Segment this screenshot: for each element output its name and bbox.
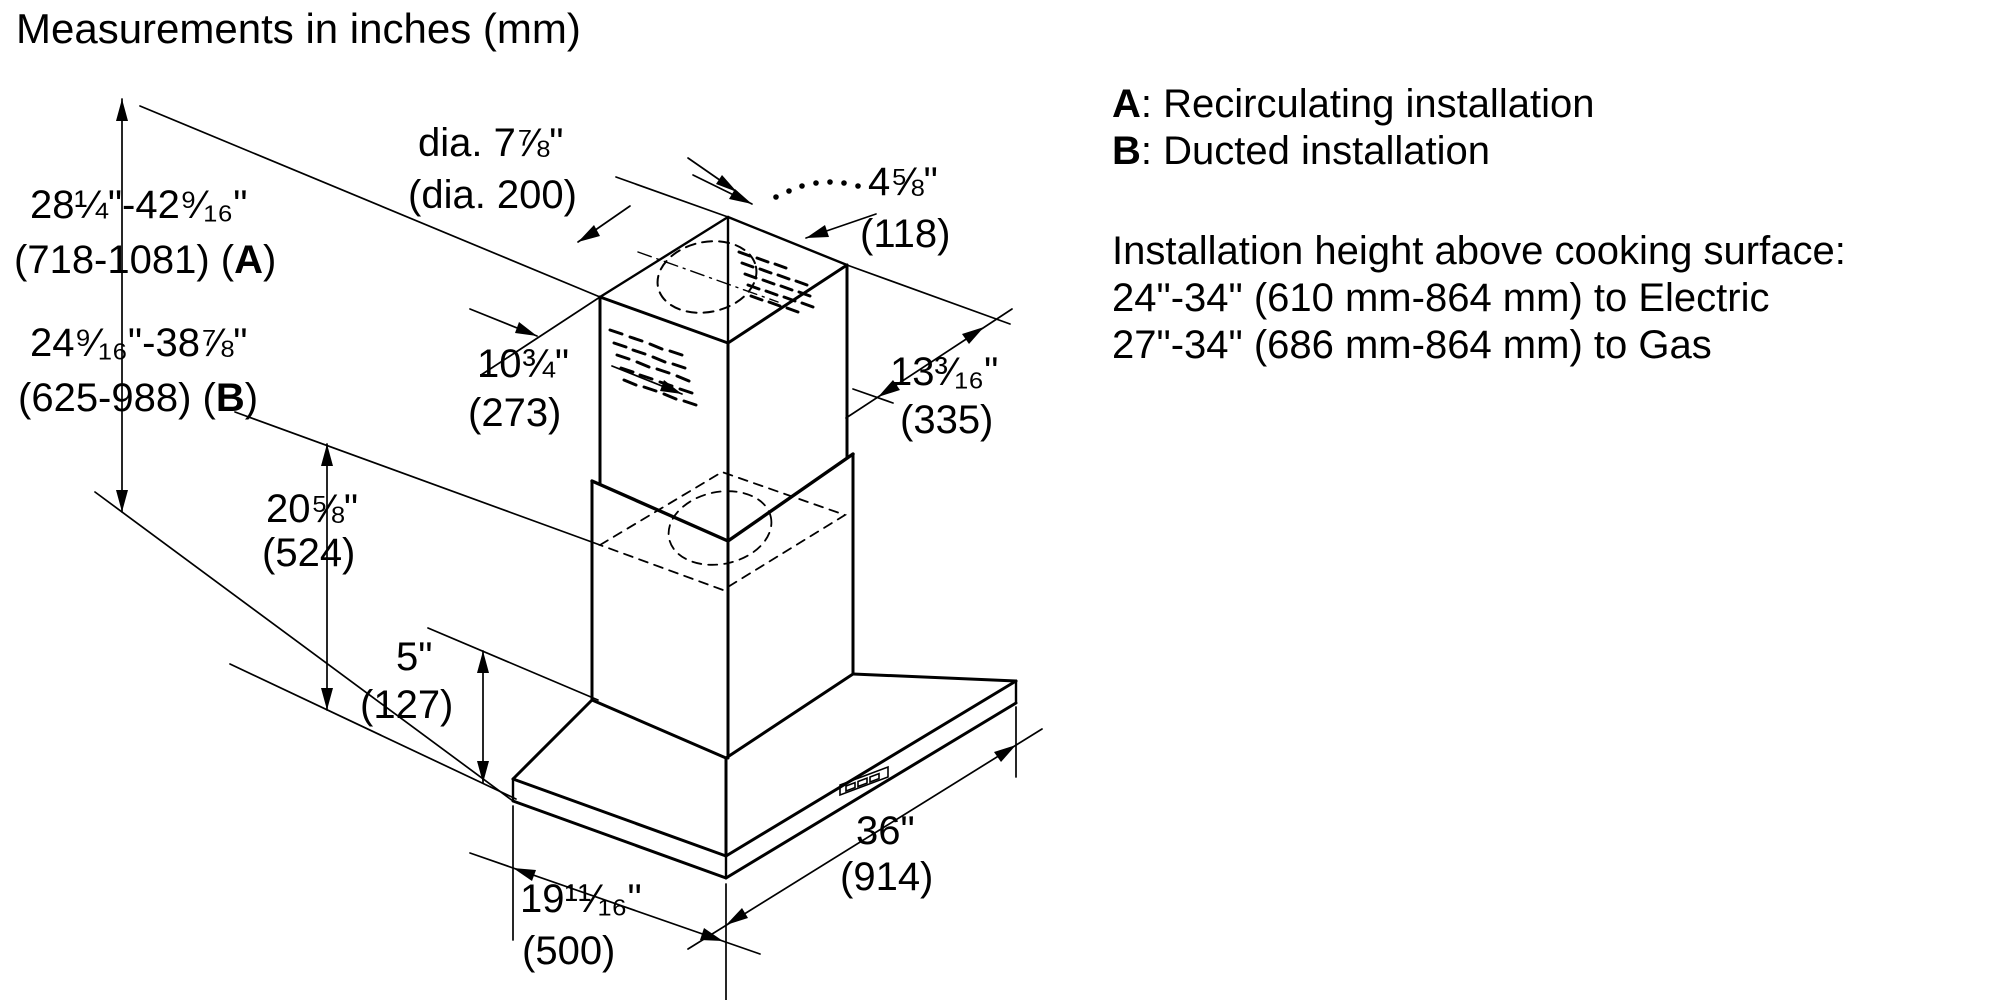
- dotted-leader: [773, 179, 861, 200]
- legend-a-text: : Recirculating installation: [1140, 82, 1595, 126]
- note-electric: 24"-34" (610 mm-864 mm) to Electric: [1112, 276, 1770, 320]
- control-panel: [839, 765, 889, 797]
- dim-chimney-height-mm: (524): [262, 531, 356, 575]
- dim-canopy-height-inches: 5": [396, 635, 433, 679]
- dim-chimney-width-mm: (335): [900, 398, 994, 442]
- dim-chimney-width-inches: 13³⁄₁₆": [890, 350, 999, 394]
- installation-legend: A: Recirculating installation B: Ducted …: [1112, 81, 1594, 175]
- chimney-upper-section: [598, 215, 849, 543]
- dim-duct-dia-mm: (dia. 200): [408, 173, 577, 217]
- legend-ducted: B: Ducted installation: [1112, 128, 1594, 175]
- dim-canopy-height-mm: (127): [360, 683, 454, 727]
- dim-recirc-key: A: [234, 238, 264, 282]
- chimney-joint: [590, 452, 855, 591]
- dim-ducted-close: ): [244, 376, 259, 420]
- installation-height-note: Installation height above cooking surfac…: [1112, 228, 1846, 369]
- louvers-left-face: [608, 328, 698, 407]
- dim-hood-depth-mm: (500): [522, 929, 616, 973]
- dimension-arrowheads: [116, 99, 1016, 941]
- legend-a-key: A: [1112, 82, 1141, 126]
- page-title: Measurements in inches (mm): [16, 5, 581, 52]
- dim-ducted-key: B: [215, 376, 245, 420]
- note-gas: 27"-34" (686 mm-864 mm) to Gas: [1112, 323, 1712, 367]
- dim-recirc-mm-text: (718-1081) (: [14, 238, 235, 282]
- dim-recirc-close: ): [263, 238, 277, 282]
- dim-duct-dia-inches: dia. 7⅞": [418, 121, 564, 165]
- dim-ducted-inches: 24⁹⁄₁₆"-38⅞": [30, 321, 248, 365]
- note-heading: Installation height above cooking surfac…: [1112, 229, 1846, 273]
- dim-recirc-mm: (718-1081) (A): [14, 238, 277, 282]
- dim-chimney-depth-mm: (273): [468, 391, 562, 435]
- chimney-lower-section: [590, 452, 855, 760]
- dim-chimney-height-inches: 20⅝": [266, 487, 359, 531]
- canopy: [511, 672, 1018, 880]
- dim-recirc-inches: 28¼"-42⁹⁄₁₆": [30, 183, 248, 227]
- dim-top-depth-inches: 4⅝": [868, 160, 938, 204]
- dim-hood-width-mm: (914): [840, 855, 934, 899]
- dim-ducted-mm: (625-988) (B): [18, 376, 259, 420]
- legend-b-key: B: [1112, 129, 1141, 173]
- dim-hood-depth-inches: 19¹¹⁄₁₆": [520, 877, 642, 921]
- legend-b-text: : Ducted installation: [1140, 129, 1490, 173]
- dim-hood-width-inches: 36": [856, 809, 915, 853]
- dim-ducted-mm-text: (625-988) (: [18, 376, 216, 420]
- duct-circle-top: [656, 240, 758, 314]
- duct-circle-hidden: [667, 490, 773, 566]
- legend-recirculating: A: Recirculating installation: [1112, 81, 1594, 128]
- louvers-right-face: [737, 250, 815, 314]
- dim-top-depth-mm: (118): [860, 212, 951, 256]
- dim-chimney-depth-inches: 10¾": [477, 342, 570, 386]
